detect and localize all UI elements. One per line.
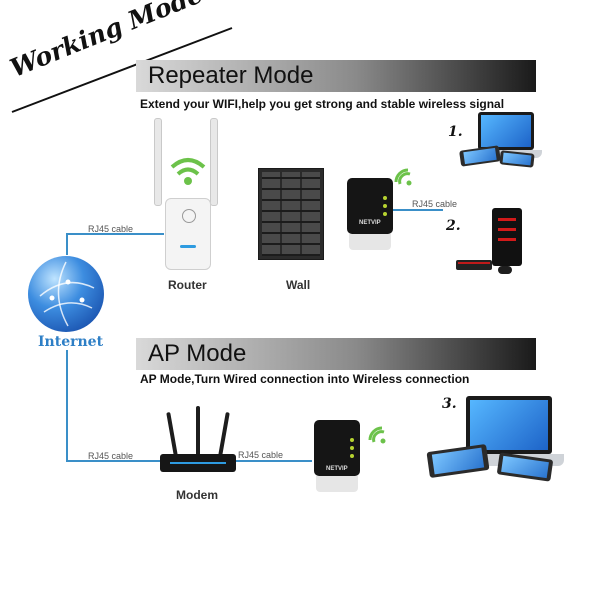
repeater-extender-brand: NETVIP bbox=[359, 220, 381, 226]
internet-up-cable bbox=[66, 233, 68, 255]
router-antenna-right bbox=[210, 118, 218, 206]
modem-cable-label: RJ45 cable bbox=[88, 451, 134, 461]
wall-image bbox=[258, 168, 324, 260]
internet-to-modem-cable bbox=[66, 460, 162, 462]
repeater-to-pc-cable bbox=[393, 209, 443, 211]
modem-label: Modem bbox=[176, 488, 218, 502]
router-antenna-left bbox=[154, 118, 162, 206]
ap-heading-band: AP Mode bbox=[136, 338, 536, 370]
ap-subtitle: AP Mode,Turn Wired connection into Wirel… bbox=[140, 372, 470, 386]
modem-to-extender-cable bbox=[236, 460, 312, 462]
repeater-subtitle: Extend your WIFI,help you get strong and… bbox=[140, 97, 505, 111]
router-device bbox=[165, 198, 211, 270]
repeater-wifi-icon bbox=[394, 168, 412, 186]
step3-laptop bbox=[466, 396, 552, 454]
modem-antenna-3 bbox=[218, 411, 230, 457]
title-underline bbox=[11, 27, 233, 113]
step3-phone-1 bbox=[426, 443, 490, 479]
step1-phone-2 bbox=[499, 150, 535, 168]
ap-wifi-icon bbox=[368, 426, 386, 444]
ap-extender-brand: NETVIP bbox=[326, 466, 348, 472]
modem-device bbox=[160, 454, 236, 472]
ap-heading: AP Mode bbox=[148, 340, 247, 367]
step-3-number: 3. bbox=[442, 396, 457, 412]
step-1-number: 1. bbox=[448, 124, 463, 140]
extender-cable-label: RJ45 cable bbox=[238, 450, 284, 460]
modem-antenna-1 bbox=[166, 411, 178, 457]
router-to-internet-cable bbox=[66, 233, 164, 235]
router-label: Router bbox=[168, 278, 207, 292]
step-2-number: 2. bbox=[446, 218, 461, 234]
modem-antenna-2 bbox=[196, 406, 200, 456]
repeater-heading: Repeater Mode bbox=[148, 62, 314, 89]
step1-laptop bbox=[478, 112, 534, 150]
repeater-heading-band: Repeater Mode bbox=[136, 60, 536, 92]
repeater-extender: NETVIP bbox=[347, 178, 393, 234]
step1-phone-1 bbox=[459, 145, 501, 167]
router-cable-label: RJ45 cable bbox=[88, 224, 134, 234]
step2-mouse bbox=[498, 266, 512, 274]
router-wifi-icon bbox=[170, 158, 206, 185]
internet-label: Internet bbox=[38, 334, 104, 350]
wall-label: Wall bbox=[286, 278, 311, 292]
internet-globe-icon bbox=[28, 256, 104, 332]
ap-extender-plug bbox=[316, 476, 358, 492]
internet-down-cable bbox=[66, 350, 68, 460]
step2-keyboard bbox=[456, 260, 492, 270]
repeater-pc-cable-label: RJ45 cable bbox=[412, 199, 458, 209]
repeater-extender-plug bbox=[349, 234, 391, 250]
ap-extender: NETVIP bbox=[314, 420, 360, 476]
step2-pc-tower bbox=[492, 208, 522, 266]
